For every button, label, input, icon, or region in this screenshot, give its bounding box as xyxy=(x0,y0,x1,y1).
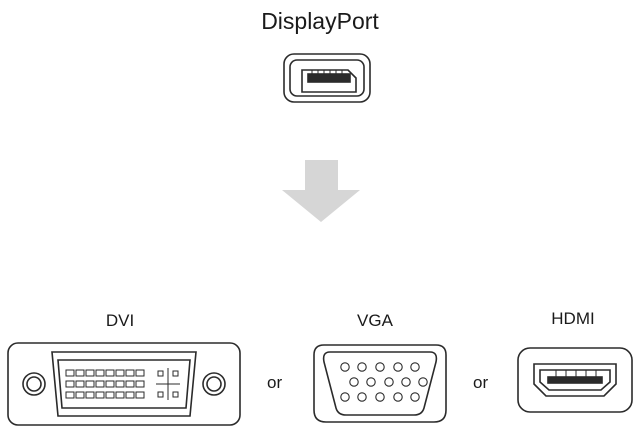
displayport-port-icon xyxy=(283,53,371,103)
hdmi-port-icon xyxy=(517,347,633,413)
dvi-connector-label: DVI xyxy=(105,311,135,330)
vga-connector-label: VGA xyxy=(357,311,393,330)
dvi-port-icon xyxy=(7,342,241,426)
source-connector-label: DisplayPort xyxy=(261,8,379,34)
separator-or-1: or xyxy=(267,373,283,392)
separator-or-2: or xyxy=(473,373,489,392)
down-arrow-icon xyxy=(282,160,360,222)
hdmi-connector-label: HDMI xyxy=(551,309,595,328)
vga-port-icon xyxy=(313,344,447,423)
